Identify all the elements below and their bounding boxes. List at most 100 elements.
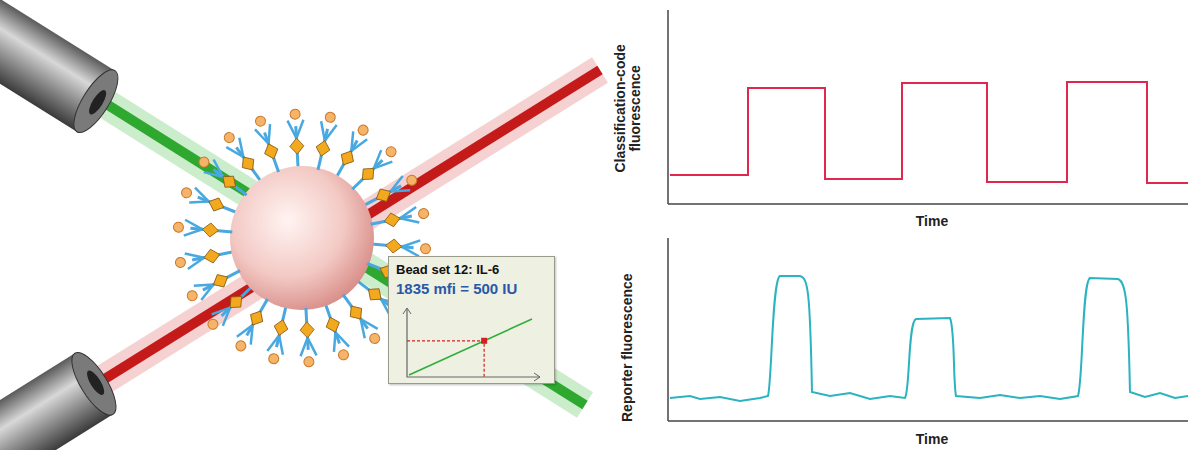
reporter-dye xyxy=(206,317,220,331)
reporter-dye xyxy=(175,257,187,269)
antibody-arms xyxy=(401,239,420,257)
antibody xyxy=(174,244,235,271)
reporter-dye xyxy=(418,208,430,220)
antibody xyxy=(173,219,233,240)
antibody xyxy=(251,114,286,175)
analyte xyxy=(300,321,315,338)
antibody-arms xyxy=(185,250,206,269)
reporter-dye xyxy=(222,131,236,145)
analyte xyxy=(210,271,231,291)
laser-head xyxy=(0,0,126,139)
y-axis xyxy=(667,10,669,204)
laser-face xyxy=(64,346,124,421)
reporter-dye xyxy=(290,109,301,120)
analyte xyxy=(203,248,221,265)
analyte xyxy=(247,308,267,329)
reporter-chart xyxy=(668,238,1188,421)
antibody-arms xyxy=(328,330,349,352)
classification-chart xyxy=(668,10,1188,204)
antibody xyxy=(371,236,431,257)
antibody-stem xyxy=(213,169,246,195)
beam-glow xyxy=(100,100,585,405)
reporter-dye xyxy=(420,243,431,254)
antibody xyxy=(347,142,401,195)
analyte xyxy=(225,291,246,312)
analyte xyxy=(383,211,401,228)
square-wave-signal xyxy=(670,82,1188,183)
antibody xyxy=(310,111,339,172)
analyte xyxy=(219,171,240,192)
reporter-dye xyxy=(173,222,184,233)
beam-core xyxy=(100,100,585,405)
antibody-stem xyxy=(337,141,358,178)
analyte xyxy=(202,222,219,237)
antibody xyxy=(265,304,294,365)
reporter-dye xyxy=(185,289,199,303)
antibody-stem xyxy=(343,295,368,329)
reporter-dye xyxy=(324,111,336,123)
readout-guide xyxy=(407,341,484,377)
calibration-value: 1835 mfi = 500 IU xyxy=(396,280,548,297)
antibody-arms xyxy=(184,220,203,238)
antibody xyxy=(369,205,430,232)
antibody xyxy=(179,184,240,220)
axis-title: Time xyxy=(892,214,972,229)
reporter-dye xyxy=(180,186,193,199)
axis-title: Time xyxy=(892,432,972,447)
laser-face xyxy=(66,64,126,139)
reporter-dye xyxy=(197,155,211,169)
analyte xyxy=(238,153,259,174)
beam-glow xyxy=(95,70,600,385)
laser-aperture xyxy=(86,88,109,117)
antibody xyxy=(231,295,274,354)
reporter-dye xyxy=(304,357,315,368)
laser-head xyxy=(0,346,124,450)
analyte xyxy=(262,141,281,161)
reporter-dye xyxy=(356,123,370,137)
reporter-pulse-signal xyxy=(670,276,1188,401)
analyte xyxy=(357,163,378,184)
antibody xyxy=(298,307,317,367)
antibody-stem xyxy=(203,271,240,291)
analyte xyxy=(346,302,367,323)
analyte xyxy=(337,148,357,169)
antibody-stem xyxy=(364,186,401,206)
x-axis xyxy=(668,420,1188,422)
antibody-arms xyxy=(255,124,276,146)
axis-arrow xyxy=(403,308,411,314)
antibody-stem xyxy=(236,147,261,181)
antibody-arms xyxy=(287,120,304,139)
antibody-arms xyxy=(317,121,337,142)
reporter-dye xyxy=(254,115,267,128)
analyte xyxy=(385,238,402,253)
antibody xyxy=(337,290,385,347)
reporter-dye xyxy=(234,339,248,353)
axis-arrow xyxy=(534,373,540,381)
antibody xyxy=(195,153,251,202)
red-laser-beam xyxy=(95,70,600,385)
reporter-dye xyxy=(268,353,280,365)
antibody-stem xyxy=(222,287,252,316)
analyte xyxy=(314,139,331,158)
reporter-dye xyxy=(384,145,398,159)
analyte xyxy=(272,318,289,337)
antibody-arms xyxy=(398,207,419,226)
laser-aperture xyxy=(84,368,107,397)
graph-axes xyxy=(407,309,540,377)
analyte xyxy=(206,195,226,214)
antibody-stem xyxy=(357,281,390,307)
analyte xyxy=(364,284,385,305)
reporter-dye xyxy=(405,174,419,188)
analyte xyxy=(373,185,394,205)
antibody-arms xyxy=(267,334,287,355)
antibody-stem xyxy=(352,160,382,189)
y-axis xyxy=(667,238,669,421)
antibody xyxy=(204,281,258,334)
callout-box: Bead set 12: IL-61835 mfi = 500 IU xyxy=(388,256,555,384)
standard-curve xyxy=(389,305,554,383)
antibody-arms xyxy=(300,337,317,356)
antibody xyxy=(318,301,353,362)
axis-title: Reporter fluorescence xyxy=(620,258,635,438)
